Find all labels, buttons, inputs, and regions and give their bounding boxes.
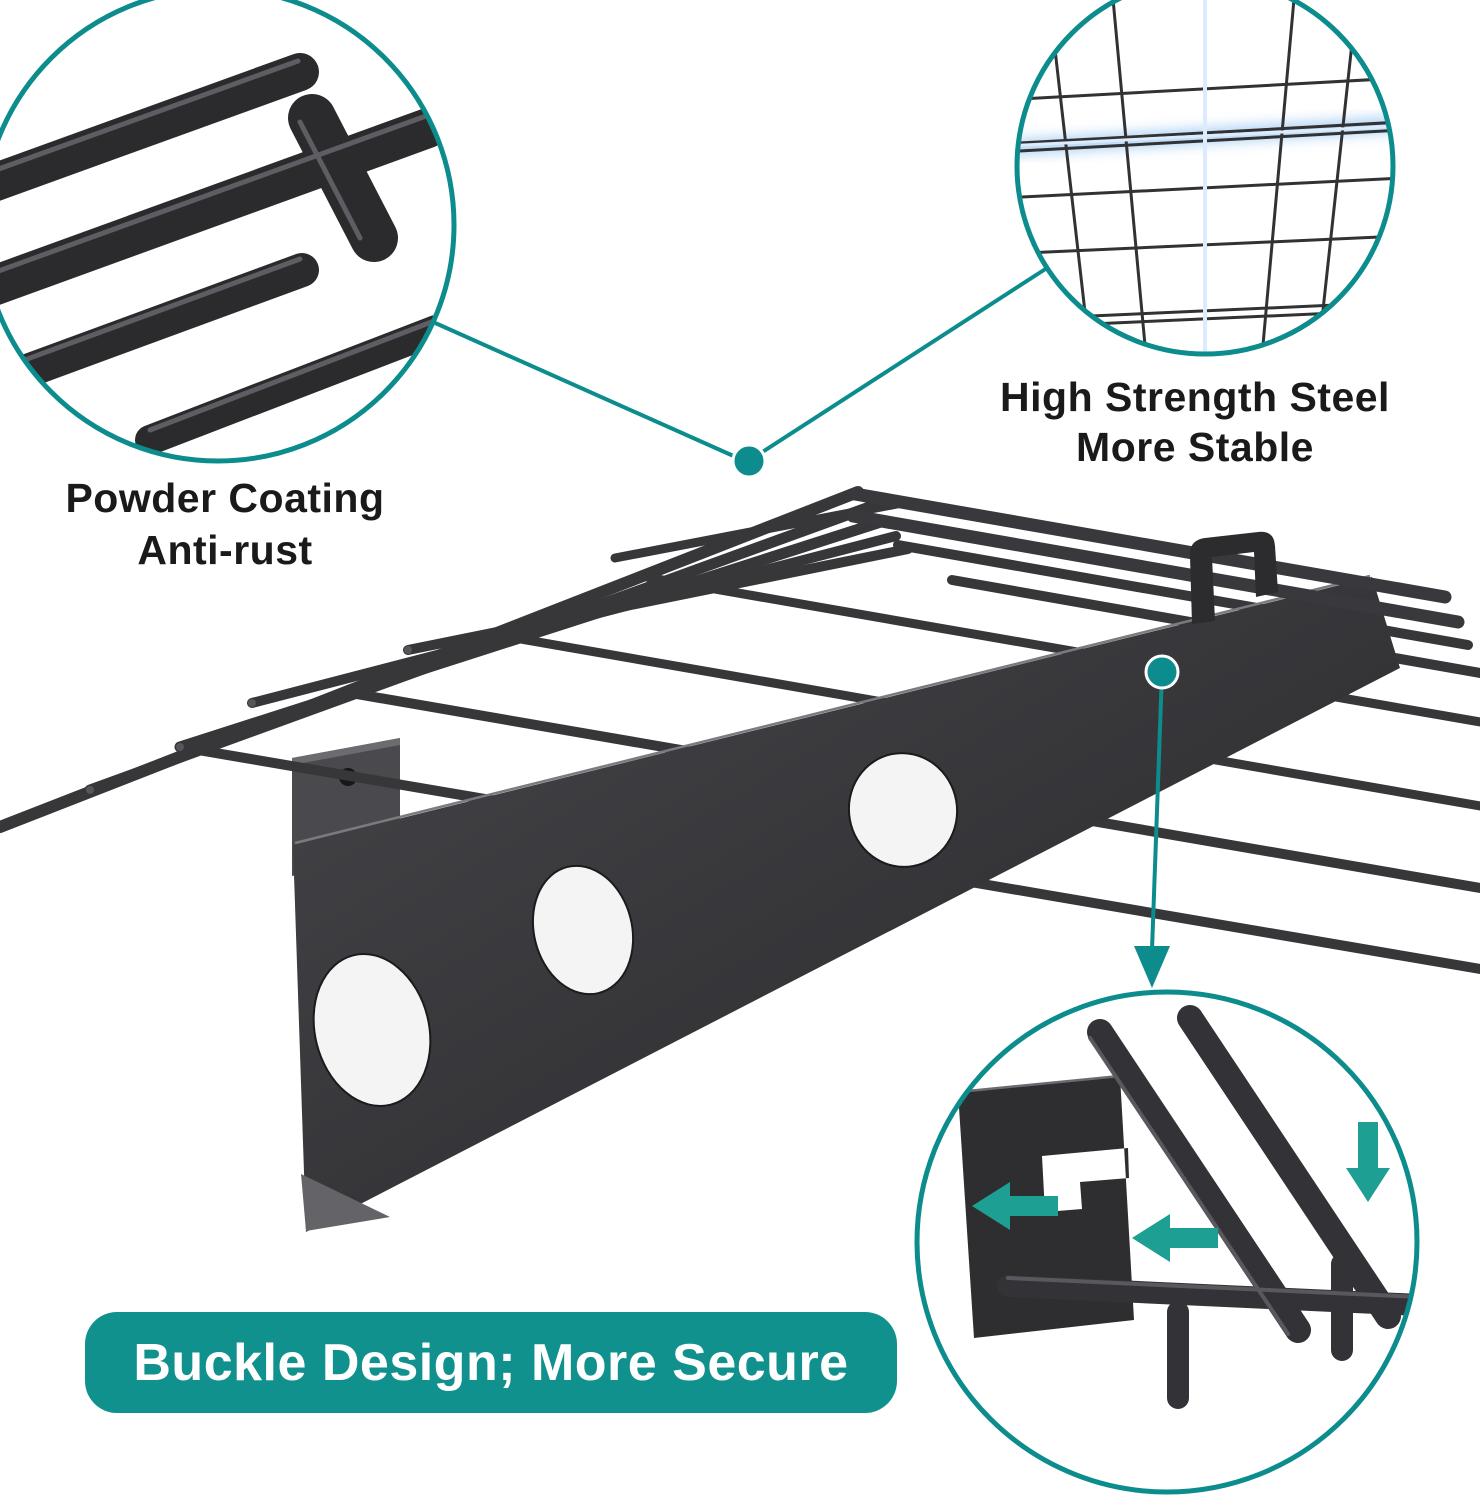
buckle-plate: [958, 1076, 1134, 1338]
rail-rods: [846, 487, 1465, 629]
buckle-design-banner: Buckle Design; More Secure: [85, 1312, 897, 1413]
down-arrow-icon: [1346, 1122, 1390, 1202]
left-arrow-icon: [1132, 1214, 1218, 1262]
buckle-hook-tab: [1189, 531, 1278, 624]
leader-line-buckle: [1150, 671, 1164, 951]
left-arrow-icon: [972, 1182, 1058, 1230]
buckle-inset-icon: [914, 989, 1420, 1495]
bracket-hole: [847, 752, 959, 868]
rack-product: [0, 486, 1480, 1232]
callout-leaders: [432, 266, 1180, 988]
high-strength-line2: More Stable: [1076, 424, 1314, 470]
inset-ring: [1014, 0, 1396, 357]
shelf-bracket: [293, 574, 1400, 1232]
powder-coating-inset-icon: [0, 0, 457, 464]
buckle-direction-arrows: [972, 1122, 1390, 1262]
callout-dot: [1144, 654, 1180, 690]
high-strength-line1: High Strength Steel: [1000, 374, 1390, 420]
leader-line-steel: [748, 266, 1049, 462]
callout-dot: [731, 443, 767, 479]
steel-grid-inset-icon: [1014, 0, 1396, 357]
long-wires: [0, 486, 913, 833]
powder-coating-line1: Powder Coating: [65, 475, 385, 521]
banner-text: Buckle Design; More Secure: [133, 1333, 849, 1392]
bracket-hole: [531, 864, 635, 996]
bracket-hole: [312, 953, 432, 1107]
inset-ring: [0, 0, 457, 464]
down-arrowhead-icon: [1134, 946, 1170, 988]
bracket-tip-flange: [301, 1174, 390, 1231]
inset-ring: [914, 989, 1420, 1495]
powder-coating-line2: Anti-rust: [137, 527, 313, 573]
high-strength-label: High Strength Steel More Stable: [945, 372, 1445, 472]
leader-line-powder: [432, 320, 748, 464]
powder-coating-label: Powder Coating Anti-rust: [10, 472, 440, 576]
